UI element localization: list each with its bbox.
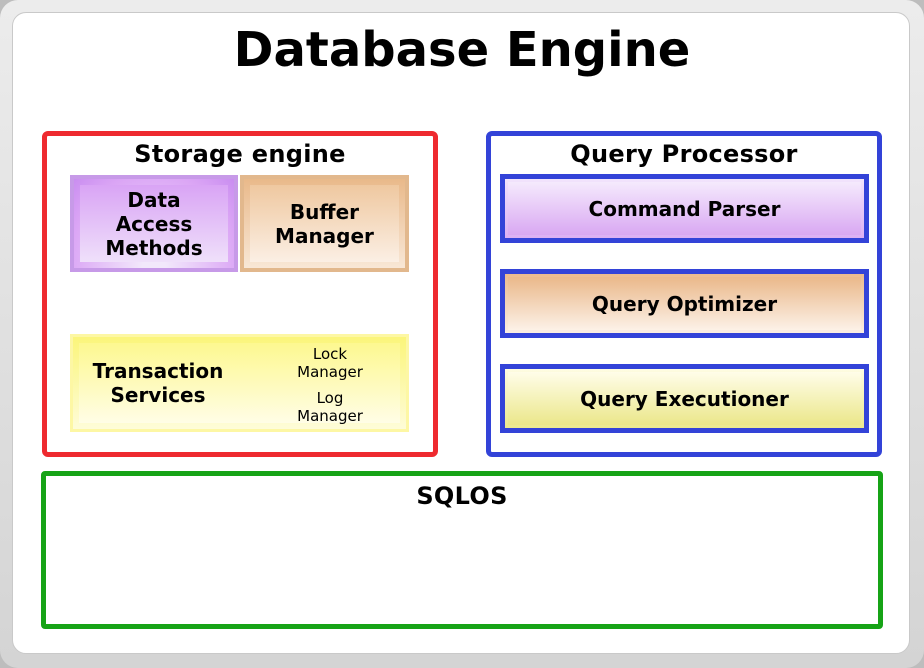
buffer-manager-line-2: Manager — [275, 223, 374, 248]
buffer-manager-box: Buffer Manager — [240, 175, 409, 272]
query-optimizer-fill — [508, 277, 861, 330]
command-parser-fill — [508, 182, 861, 235]
transaction-services-box: Transaction Services Lock Manager Log Ma… — [70, 334, 409, 432]
storage-engine-title: Storage engine — [134, 140, 346, 168]
query-executioner-label: Query Executioner — [580, 386, 789, 411]
data-access-methods-label: Data Access Methods — [105, 188, 202, 260]
lock-manager-line-2: Manager — [297, 363, 363, 381]
log-manager-line-1: Log — [316, 389, 344, 407]
data-access-methods-line-1: Data — [127, 187, 181, 212]
buffer-manager-label: Buffer Manager — [275, 200, 374, 248]
transaction-services-line-1: Transaction — [92, 359, 224, 383]
diagram-title: Database Engine — [233, 22, 691, 78]
query-optimizer-label: Query Optimizer — [591, 291, 778, 316]
transaction-services-line-2: Services — [110, 383, 206, 407]
buffer-manager-line-1: Buffer — [289, 199, 360, 224]
data-access-methods-fill — [80, 185, 228, 262]
sqlos-title: SQLOS — [416, 482, 508, 510]
data-access-methods-line-2: Access — [115, 211, 193, 236]
transaction-services-label: Transaction Services — [73, 359, 243, 407]
lock-manager-label: Lock Manager — [280, 345, 380, 381]
query-executioner-fill — [508, 372, 861, 425]
transaction-services-fill — [79, 343, 400, 423]
command-parser-label: Command Parser — [588, 196, 781, 221]
data-access-methods-box: Data Access Methods — [70, 175, 238, 272]
query-optimizer-box: Query Optimizer — [500, 269, 869, 338]
query-executioner-box: Query Executioner — [500, 364, 869, 433]
command-parser-box: Command Parser — [500, 174, 869, 243]
lock-manager-line-1: Lock — [312, 345, 348, 363]
log-manager-line-2: Manager — [297, 407, 363, 425]
buffer-manager-fill — [250, 185, 399, 262]
log-manager-label: Log Manager — [280, 389, 380, 425]
data-access-methods-line-3: Methods — [105, 235, 203, 260]
sqlos-container: SQLOS — [41, 471, 883, 629]
query-processor-title: Query Processor — [570, 140, 798, 168]
